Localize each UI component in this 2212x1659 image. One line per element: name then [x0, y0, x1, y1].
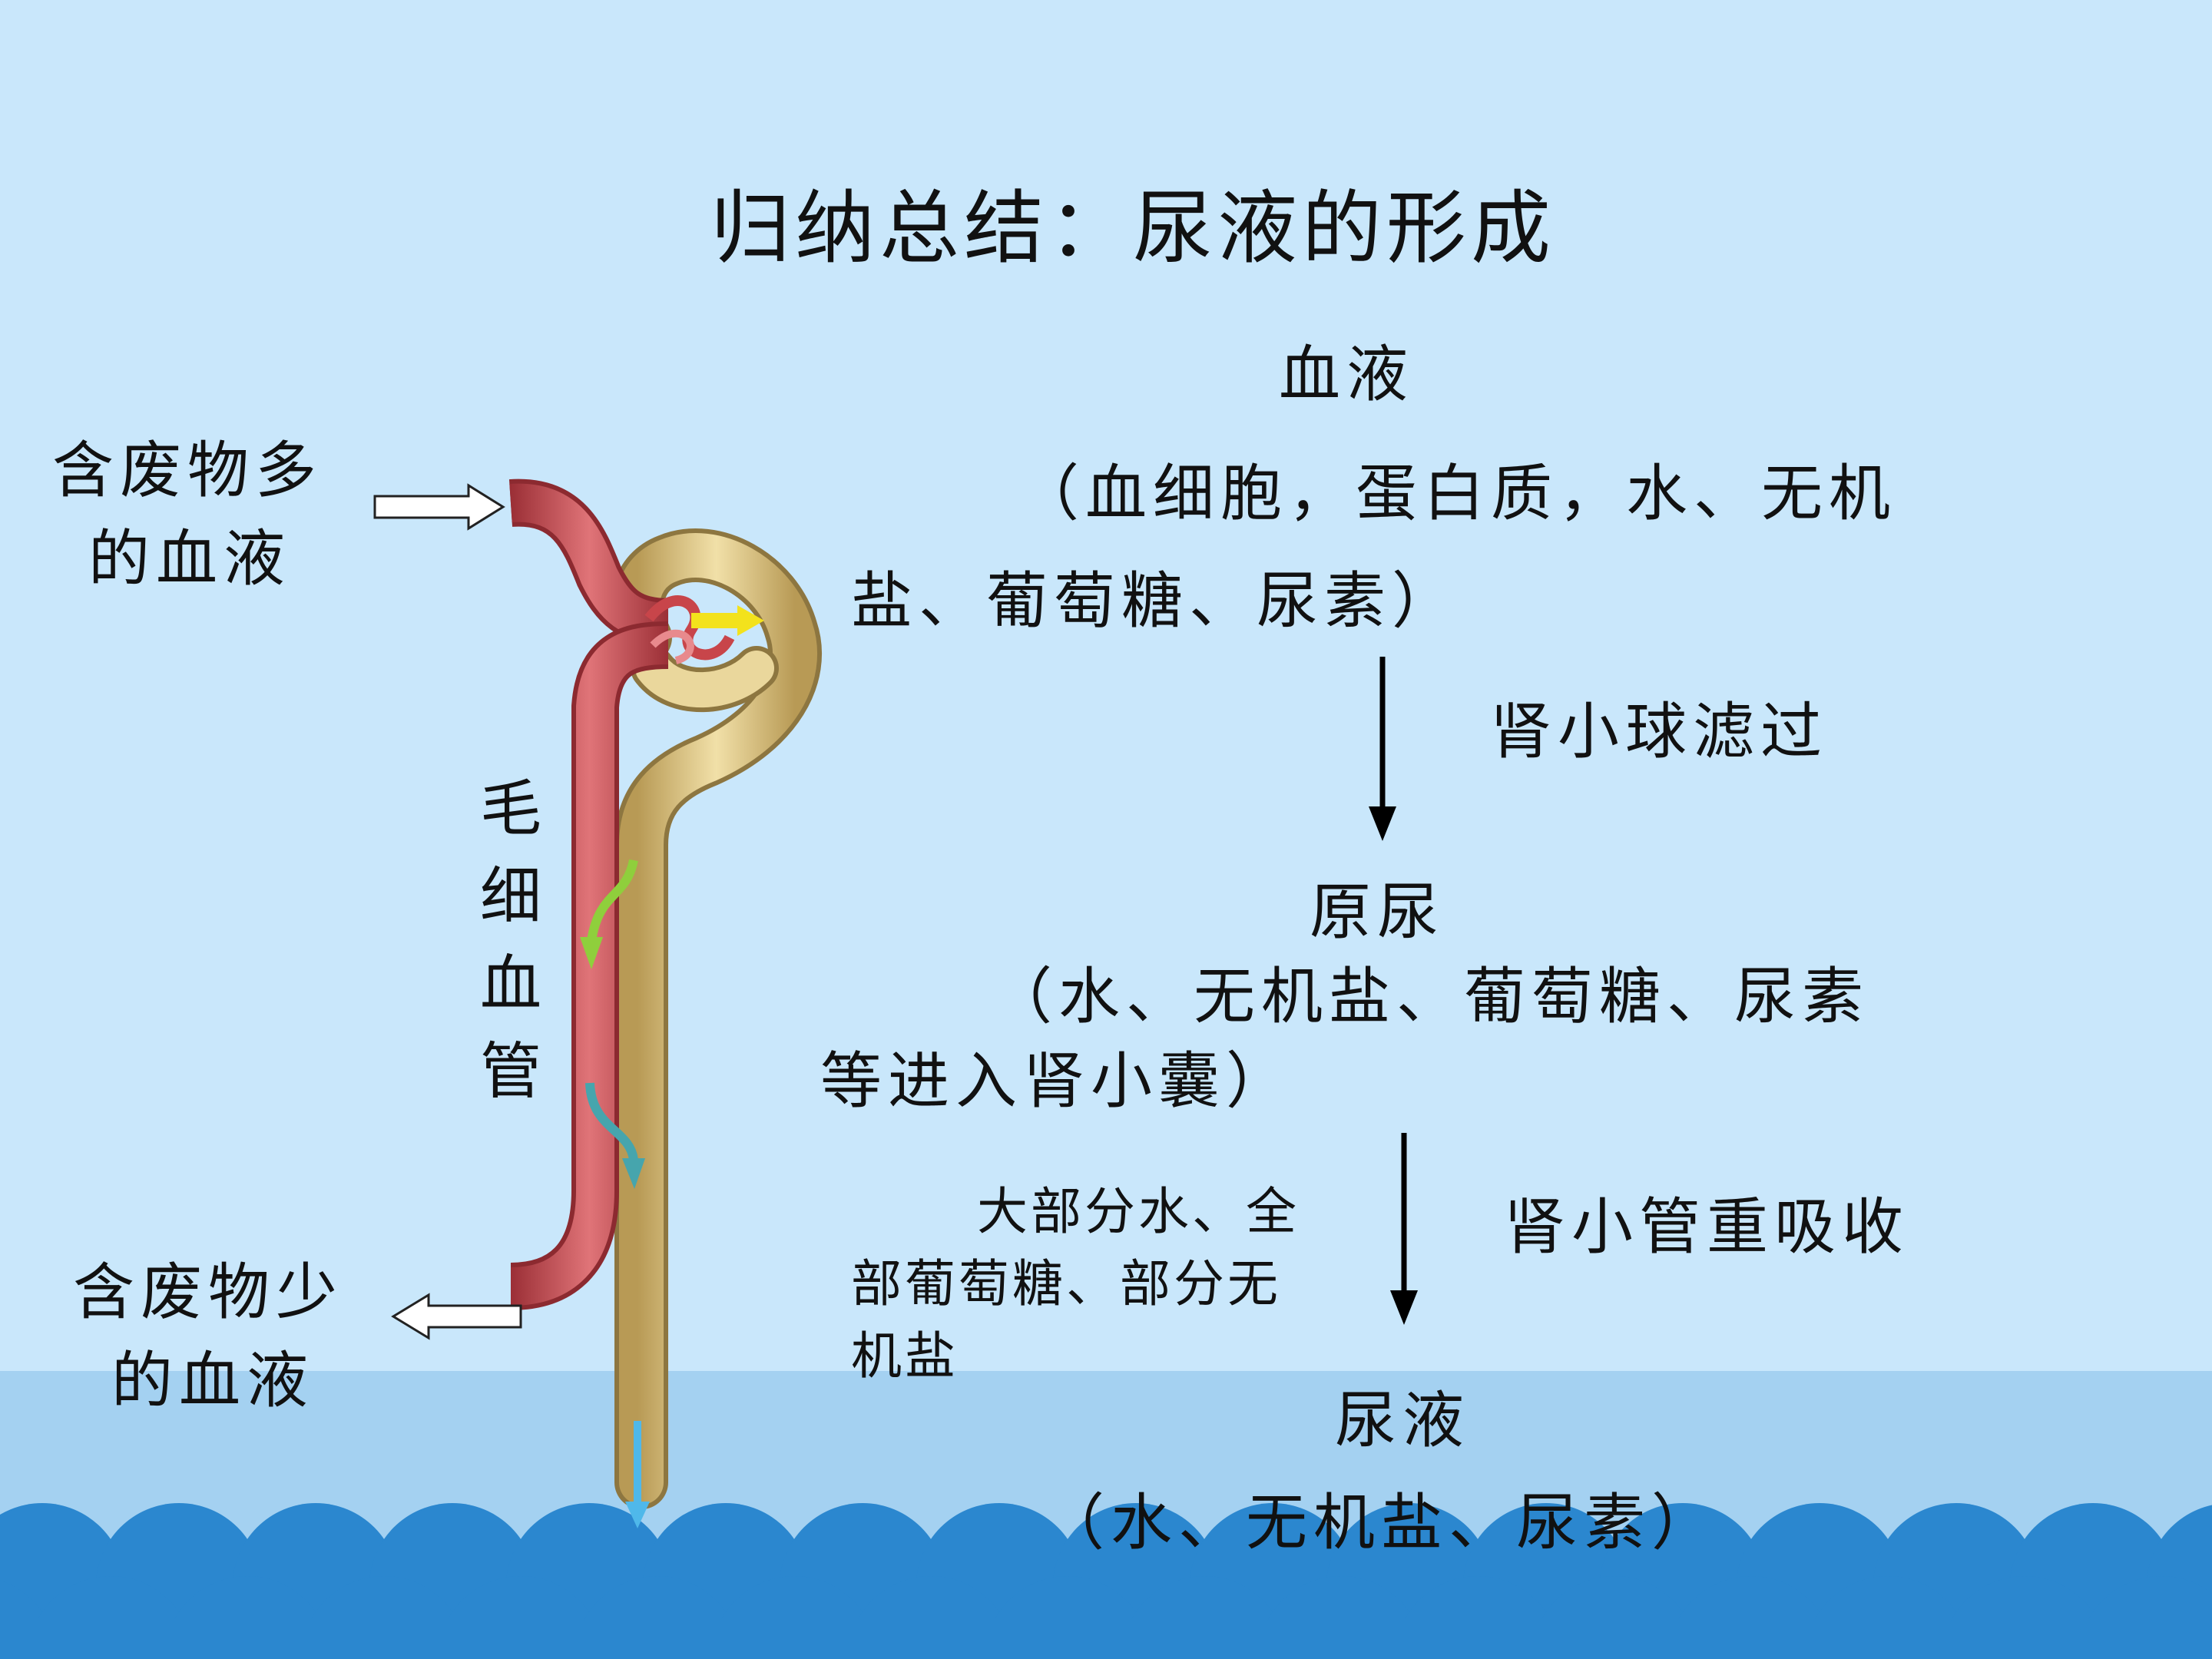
reabsorbed-line1: 大部分水、全 — [977, 1182, 1300, 1241]
blood-heading: 血液 — [1279, 339, 1414, 410]
reabsorb-arrow-green — [587, 859, 638, 942]
reabsorbed-line2: 部葡萄糖、部分无 — [851, 1254, 1281, 1313]
primary-urine-components-line2: 等进入肾小囊） — [820, 1045, 1293, 1117]
blood-in-label-line2: 的血液 — [88, 523, 291, 594]
nephron-illustration — [508, 478, 822, 1528]
blood-components-line1: （血细胞，蛋白质，水、无机 — [1018, 458, 1896, 529]
process-arrow-2 — [1390, 1133, 1418, 1325]
urine-components: （水、无机盐、尿素） — [1043, 1487, 1719, 1558]
process-arrow-1 — [1369, 657, 1396, 841]
urine-heading: 尿液 — [1335, 1385, 1470, 1456]
reabsorb-arrowhead-teal — [622, 1158, 645, 1189]
blood-out-label-line2: 的血液 — [111, 1345, 314, 1416]
tubular-reabsorption-label: 肾小管重吸收 — [1504, 1191, 1909, 1263]
urine-out-arrowhead — [625, 1502, 650, 1528]
capillary-label: 毛细血管 — [470, 776, 541, 1126]
blood-in-label-line1: 含废物多 — [52, 435, 323, 506]
blood-components-line2: 盐、葡萄糖、尿素） — [851, 565, 1459, 637]
primary-urine-components-line1: （水、无机盐、葡萄糖、尿素 — [991, 961, 1869, 1032]
blood-in-arrow — [373, 483, 505, 531]
page-title: 归纳总结：尿液的形成 — [710, 181, 1556, 275]
blood-vessel — [508, 478, 735, 1310]
filtration-arrowhead — [737, 605, 764, 636]
renal-tubule — [611, 528, 822, 1509]
wave-decoration — [0, 1503, 2212, 1659]
blood-out-arrow — [391, 1293, 522, 1340]
reabsorb-arrowhead-green — [580, 937, 603, 969]
reabsorb-arrow-teal — [585, 1082, 638, 1161]
blood-out-label-line1: 含废物少 — [73, 1257, 343, 1328]
reabsorbed-line3: 机盐 — [851, 1326, 959, 1386]
glomerular-filtration-label: 肾小球滤过 — [1490, 696, 1828, 767]
primary-urine-heading: 原尿 — [1310, 876, 1445, 948]
